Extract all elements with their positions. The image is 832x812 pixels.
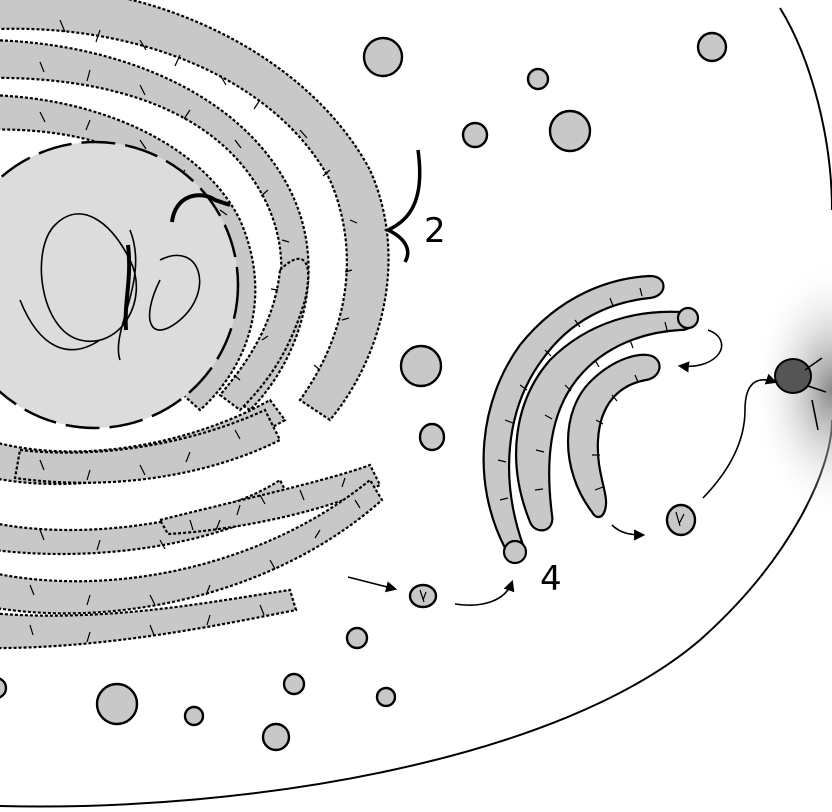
- bracket-2: [388, 150, 420, 262]
- label-2: 2: [424, 211, 446, 251]
- label-4: 4: [540, 559, 562, 599]
- cell-membrane-top: [780, 8, 832, 210]
- exocytosis-vesicle: [775, 359, 811, 393]
- vesicle-icon: [410, 585, 436, 607]
